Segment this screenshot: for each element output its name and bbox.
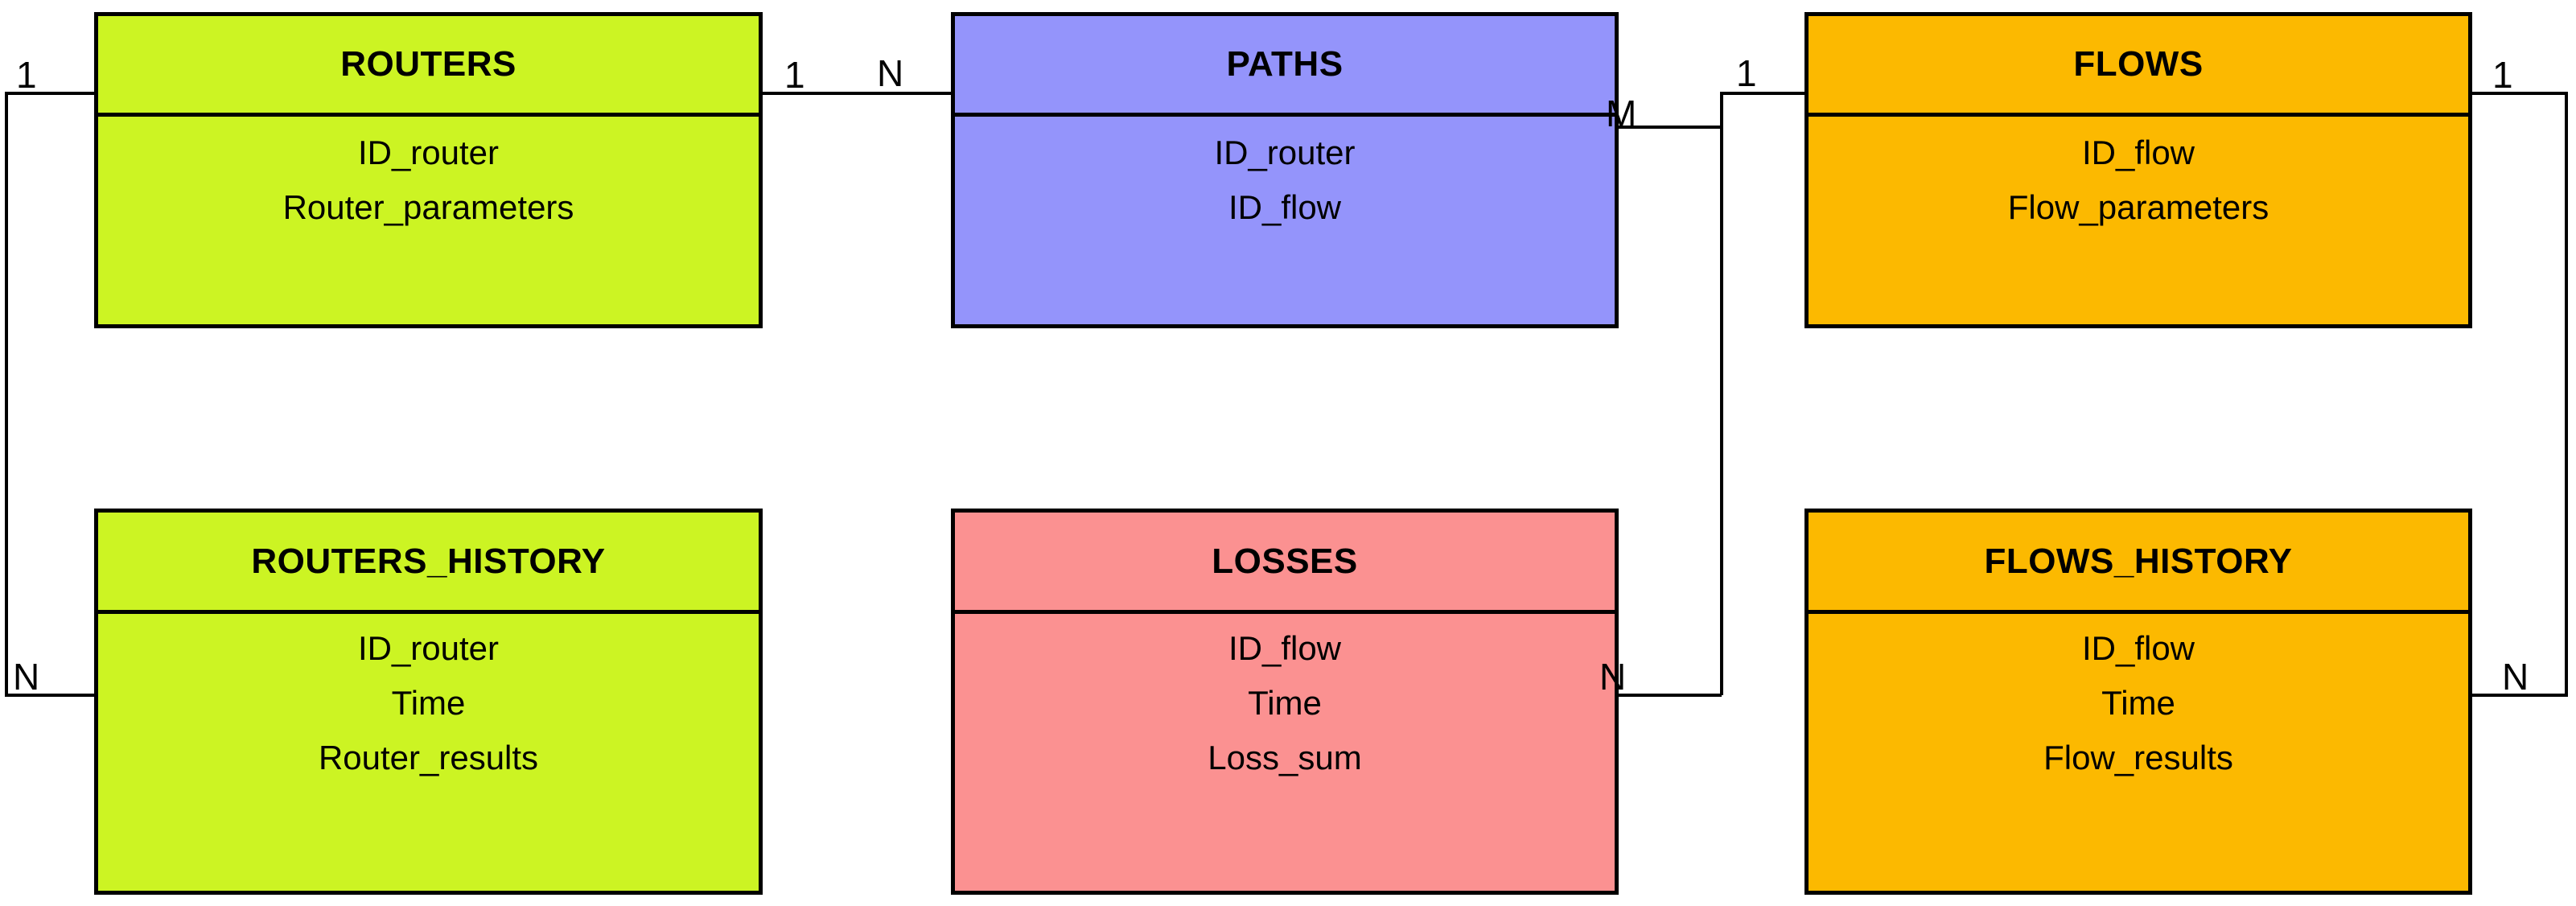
attribute-loss-sum: Loss_sum [1208, 739, 1362, 776]
entity-routers-history-attributes: ID_router Time Router_results [98, 614, 759, 891]
entity-flows-title: FLOWS [1809, 16, 2468, 117]
attribute-flow-parameters: Flow_parameters [2007, 188, 2269, 226]
attribute-id-router: ID_router [357, 134, 500, 171]
cardinality-flows-left: 1 [1736, 52, 1757, 94]
entity-losses[interactable]: LOSSES ID_flow Time Loss_sum [951, 509, 1619, 895]
entity-routers-attributes: ID_router Router_parameters [98, 117, 759, 324]
entity-paths[interactable]: PATHS ID_router ID_flow [951, 12, 1619, 328]
cardinality-routers-left: 1 [16, 54, 37, 96]
connector-routers-paths [628, 92, 1126, 95]
connector-flows-losses-riser [1720, 92, 1723, 695]
cardinality-losses-right: N [1599, 656, 1627, 698]
connector-flows-history-riser [2565, 92, 2568, 697]
attribute-id-flow: ID_flow [1228, 629, 1342, 667]
entity-flows[interactable]: FLOWS ID_flow Flow_parameters [1804, 12, 2472, 328]
entity-flows-history-title: FLOWS_HISTORY [1809, 513, 2468, 614]
cardinality-routers-right: 1 [784, 54, 805, 96]
entity-losses-attributes: ID_flow Time Loss_sum [955, 614, 1615, 891]
entity-flows-history[interactable]: FLOWS_HISTORY ID_flow Time Flow_results [1804, 509, 2472, 895]
attribute-id-flow: ID_flow [2081, 134, 2195, 171]
attribute-router-results: Router_results [318, 739, 539, 776]
attribute-router-parameters: Router_parameters [282, 188, 574, 226]
cardinality-flows-right: 1 [2492, 54, 2513, 96]
cardinality-paths-right: M [1606, 93, 1637, 134]
entity-routers-title: ROUTERS [98, 16, 759, 117]
attribute-id-router: ID_router [1214, 134, 1356, 171]
attribute-time: Time [2101, 684, 2175, 722]
entity-routers-history-title: ROUTERS_HISTORY [98, 513, 759, 614]
entity-routers[interactable]: ROUTERS ID_router Router_parameters [94, 12, 763, 328]
attribute-id-flow: ID_flow [1228, 188, 1342, 226]
attribute-time: Time [1248, 684, 1322, 722]
cardinality-paths-left: N [877, 52, 904, 94]
entity-losses-title: LOSSES [955, 513, 1615, 614]
cardinality-flows-history-right: N [2502, 656, 2529, 698]
attribute-id-flow: ID_flow [2081, 629, 2195, 667]
entity-routers-history[interactable]: ROUTERS_HISTORY ID_router Time Router_re… [94, 509, 763, 895]
entity-flows-attributes: ID_flow Flow_parameters [1809, 117, 2468, 324]
entity-paths-title: PATHS [955, 16, 1615, 117]
cardinality-routers-history-left: N [13, 656, 40, 698]
connector-routers-history-riser [5, 92, 8, 697]
entity-flows-history-attributes: ID_flow Time Flow_results [1809, 614, 2468, 891]
entity-paths-attributes: ID_router ID_flow [955, 117, 1615, 324]
attribute-flow-results: Flow_results [2043, 739, 2233, 776]
attribute-time: Time [391, 684, 466, 722]
attribute-id-router: ID_router [357, 629, 500, 667]
